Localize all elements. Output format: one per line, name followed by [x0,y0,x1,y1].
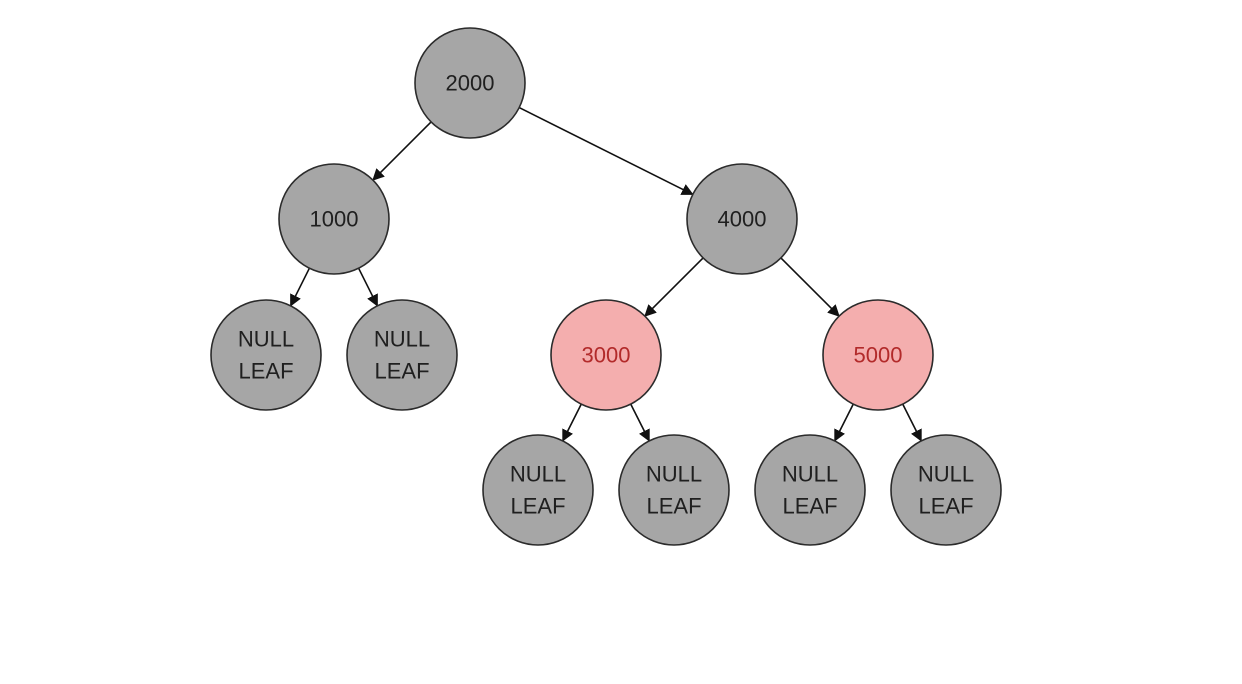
tree-node: 2000 [414,27,526,139]
node-label: NULL [510,462,566,487]
node-label: NULL [646,462,702,487]
red-node-circle [822,299,934,411]
edge-n2000-n1000 [372,121,432,181]
tree-node: NULL LEAF [890,434,1002,546]
tree-node: 3000 [550,299,662,411]
node-label: 5000 [854,343,903,368]
black-node-circle [210,299,322,411]
black-node-circle [414,27,526,139]
black-node-circle [890,434,1002,546]
node-label: LEAF [238,359,293,384]
black-node-circle [346,299,458,411]
node-label: LEAF [374,359,429,384]
edge-n5000-nl5 [834,403,854,442]
node-label: 1000 [310,207,359,232]
black-node-circle [686,163,798,275]
black-node-circle [482,434,594,546]
edge-n1000-nl1 [289,267,311,307]
edge-n3000-nl3 [562,403,582,442]
node-label: NULL [918,462,974,487]
tree-node: 1000 [278,163,390,275]
tree-node: NULL LEAF [618,434,730,546]
edge-n3000-nl4 [630,403,650,442]
tree-node: NULL LEAF [482,434,594,546]
edges-layer [289,106,922,442]
edge-n1000-nl2 [357,267,379,307]
node-label: NULL [374,327,430,352]
black-node-circle [618,434,730,546]
edge-n4000-n3000 [644,257,704,317]
node-label: 3000 [582,343,631,368]
tree-node: NULL LEAF [210,299,322,411]
node-label: LEAF [782,494,837,519]
tree-node: NULL LEAF [754,434,866,546]
node-label: LEAF [510,494,565,519]
node-label: NULL [782,462,838,487]
node-label: 2000 [446,71,495,96]
edge-n2000-n4000 [518,106,694,196]
node-label: 4000 [718,207,767,232]
node-label: LEAF [918,494,973,519]
tree-node: 5000 [822,299,934,411]
node-label: LEAF [646,494,701,519]
black-node-circle [278,163,390,275]
black-node-circle [754,434,866,546]
tree-node: NULL LEAF [346,299,458,411]
tree-node: 4000 [686,163,798,275]
node-label: NULL [238,327,294,352]
edge-n4000-n5000 [780,257,840,317]
red-node-circle [550,299,662,411]
edge-n5000-nl6 [902,403,922,442]
